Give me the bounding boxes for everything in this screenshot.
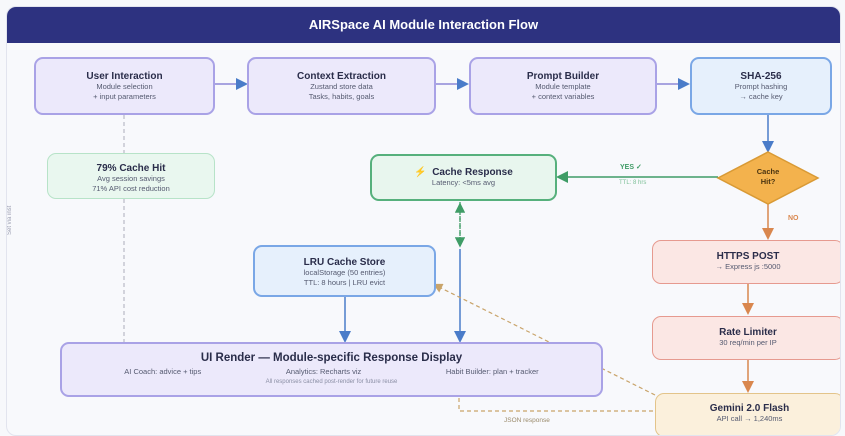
node-cache-hit-stat: 79% Cache Hit Avg session savings 71% AP… [47,153,215,199]
edge-label-no: NO [788,215,799,222]
edge-label-yes-sub: TTL: 8 hrs [619,180,647,186]
node-cache-response: ⚡ Cache Response Latency: <5ms avg [370,154,557,201]
decision-label: Cache Hit? [756,167,780,186]
cache-decision-diamond [716,151,820,205]
diagram-canvas: AIRSpace AI Module Interaction Flow [6,6,841,436]
node-https-post: HTTPS POST → Express js :5000 [652,240,840,284]
edge-label-yes: YES ✓ [620,164,642,171]
edge-label-json: JSON response [504,417,550,424]
node-ui-render: UI Render — Module-specific Response Dis… [60,342,603,397]
ui-render-columns: AI Coach: advice + tips Analytics: Recha… [124,367,539,376]
node-sha256: SHA-256 Prompt hashing → cache key [690,57,832,115]
node-lru-cache-store: LRU Cache Store localStorage (50 entries… [253,245,436,297]
node-user-interaction: User Interaction Module selection + inpu… [34,57,215,115]
diagram-title: AIRSpace AI Module Interaction Flow [7,7,840,43]
edge-gemini-to-lru [432,283,656,396]
node-rate-limiter: Rate Limiter 30 req/min per IP [652,316,840,360]
bolt-icon: ⚡ [414,167,427,178]
side-note: Set via inst [7,205,13,235]
node-gemini-flash: Gemini 2.0 Flash API call → 1,240ms [655,393,840,435]
node-context-extraction: Context Extraction Zustand store data Ta… [247,57,436,115]
node-prompt-builder: Prompt Builder Module template + context… [469,57,657,115]
